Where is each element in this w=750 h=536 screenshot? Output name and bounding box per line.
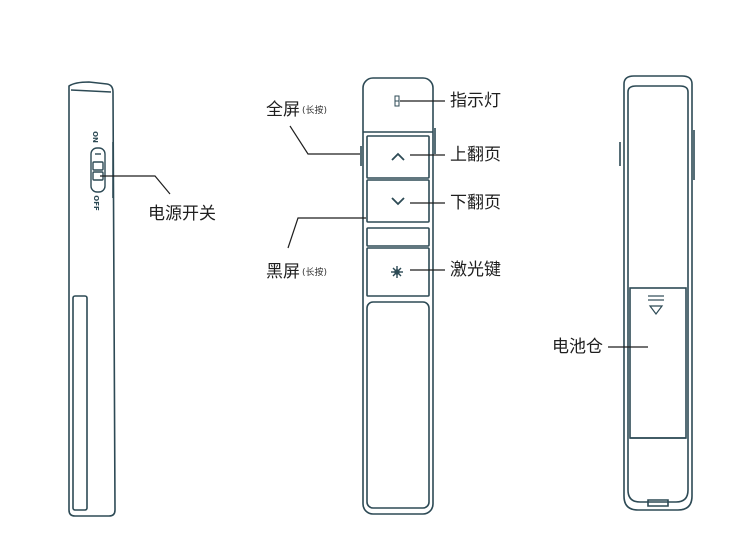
fullscreen-label: 全屏(长按) bbox=[266, 100, 327, 121]
led-indicator-icon bbox=[394, 95, 400, 107]
front-view-device bbox=[360, 77, 436, 515]
blackscreen-text: 黑屏 bbox=[266, 262, 300, 282]
back-view-device bbox=[619, 75, 695, 511]
chevron-down-icon[interactable] bbox=[391, 197, 405, 206]
side-view-device bbox=[68, 81, 116, 517]
fullscreen-text: 全屏 bbox=[266, 100, 300, 120]
battery-cover-arrow-icon bbox=[648, 295, 664, 315]
page-up-label: 上翻页 bbox=[450, 145, 501, 165]
blackscreen-label: 黑屏(长按) bbox=[266, 262, 327, 283]
fullscreen-note: (长按) bbox=[302, 106, 328, 116]
blackscreen-note: (长按) bbox=[302, 268, 328, 278]
power-switch-label: 电源开关 bbox=[148, 204, 216, 224]
top-shadow bbox=[225, 0, 525, 24]
battery-label: 电池仓 bbox=[552, 337, 603, 357]
chevron-up-icon[interactable] bbox=[391, 152, 405, 161]
indicator-label: 指示灯 bbox=[450, 91, 501, 111]
laser-label: 激光键 bbox=[450, 260, 501, 280]
page-down-label: 下翻页 bbox=[450, 193, 501, 213]
laser-star-icon[interactable] bbox=[391, 266, 403, 278]
